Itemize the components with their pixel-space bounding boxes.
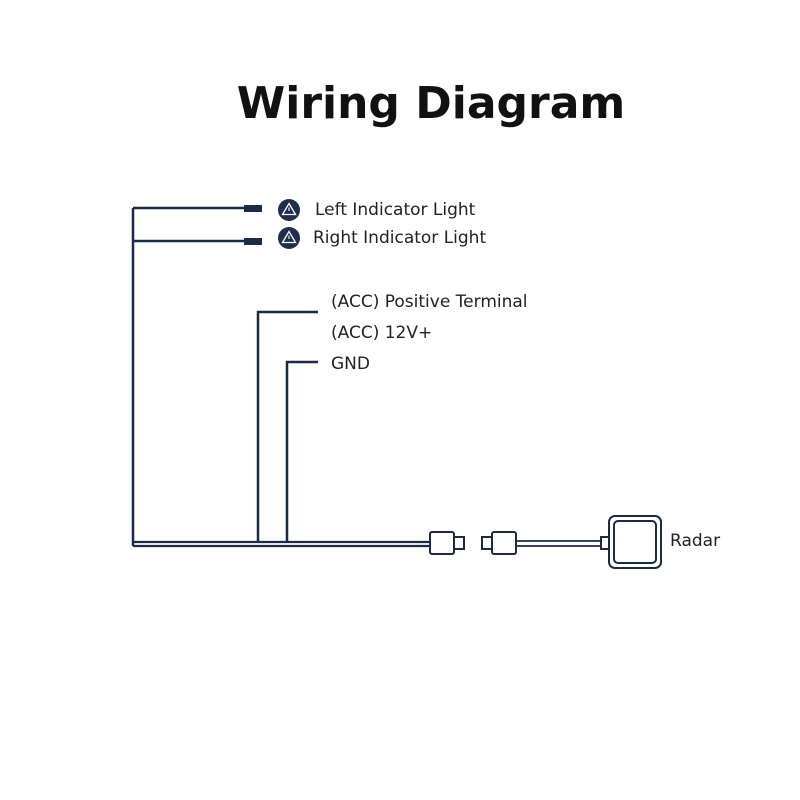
acc-positive-label: (ACC) Positive Terminal (331, 292, 528, 312)
left-indicator-label: Left Indicator Light (315, 200, 476, 220)
radar-label: Radar (670, 531, 721, 551)
warning-triangle-icon (278, 199, 300, 221)
left-wire-plug (244, 205, 262, 212)
radar-unit (600, 515, 662, 569)
gnd-wire (285, 360, 318, 542)
right-wire-plug (244, 238, 262, 245)
acc-voltage-label: (ACC) 12V+ (331, 323, 433, 343)
acc-wire (256, 310, 318, 542)
diagram-title: Wiring Diagram (236, 78, 626, 129)
gnd-label: GND (331, 354, 370, 374)
right-indicator-label: Right Indicator Light (313, 228, 487, 248)
warning-triangle-icon (278, 227, 300, 249)
connector-female (481, 531, 517, 555)
connector-male (429, 531, 465, 555)
